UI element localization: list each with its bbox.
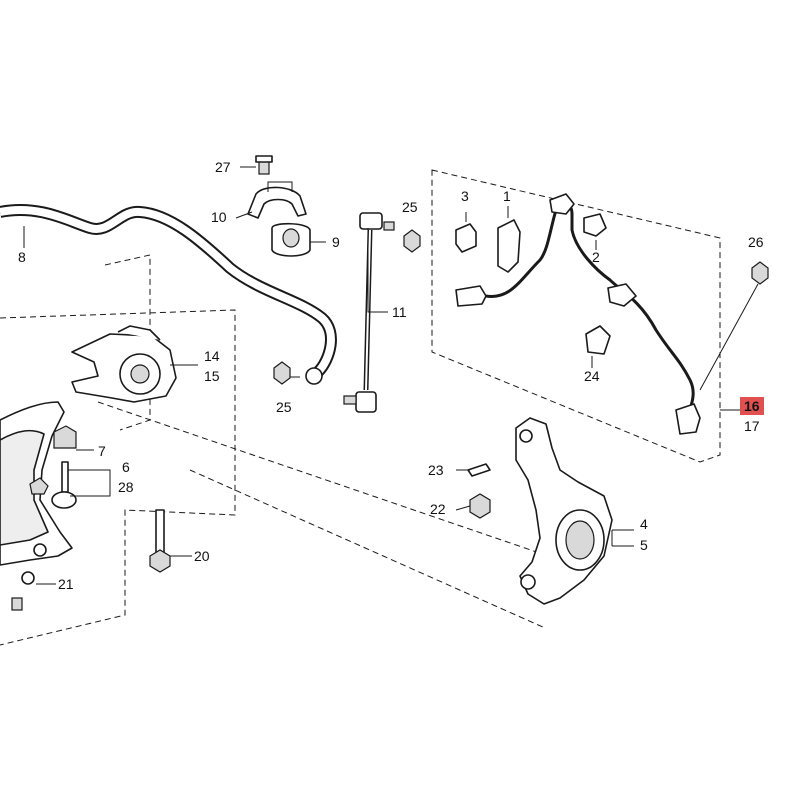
callout-labels: 8 27 10 9 25 11 25 14 15 7 6 28 20 21 3 … xyxy=(18,159,764,592)
callout-27: 27 xyxy=(215,159,231,175)
callout-6: 6 xyxy=(122,459,130,475)
knuckle-diagonal xyxy=(189,469,546,629)
clip-2-shape xyxy=(583,213,607,237)
bolt-26 xyxy=(699,261,769,391)
callout-25-top: 25 xyxy=(402,199,418,215)
callout-15: 15 xyxy=(204,368,220,384)
callout-16: 16 xyxy=(744,398,760,414)
bushing-group-frame xyxy=(104,254,151,431)
callout-28: 28 xyxy=(118,479,134,495)
sensor-harness xyxy=(455,193,701,435)
leader-lines xyxy=(23,166,740,585)
bar-bracket-assembly xyxy=(247,155,311,257)
knuckle-diagonal-2 xyxy=(97,401,561,561)
bolt-20 xyxy=(149,509,171,573)
callout-9: 9 xyxy=(332,234,340,250)
callout-17: 17 xyxy=(744,418,760,434)
sensor-16-shape xyxy=(675,403,701,435)
callout-3: 3 xyxy=(461,188,469,204)
callout-1: 1 xyxy=(503,188,511,204)
bushing-14-15 xyxy=(71,325,177,403)
clip-3-shape xyxy=(455,223,477,253)
stabilizer-bar xyxy=(0,204,337,385)
lower-arm xyxy=(0,401,77,611)
callout-21: 21 xyxy=(58,576,74,592)
callout-24: 24 xyxy=(584,368,600,384)
callout-20: 20 xyxy=(194,548,210,564)
boot-7-shape xyxy=(53,425,77,449)
callout-4: 4 xyxy=(640,516,648,532)
clamp-1-shape xyxy=(497,219,521,273)
callout-23: 23 xyxy=(428,462,444,478)
nuts-25 xyxy=(273,229,421,385)
callout-16-highlight xyxy=(740,397,764,415)
callout-2: 2 xyxy=(592,249,600,265)
clip-24-shape xyxy=(585,325,611,355)
sensor-group-frame xyxy=(431,169,721,463)
arm-group-frame xyxy=(0,309,236,646)
connector-shape xyxy=(455,285,487,307)
callout-5: 5 xyxy=(640,537,648,553)
callout-22: 22 xyxy=(430,501,446,517)
callout-10: 10 xyxy=(211,209,227,225)
callout-25-bottom: 25 xyxy=(276,399,292,415)
bolt-21-shape xyxy=(11,597,23,611)
callout-14: 14 xyxy=(204,348,220,364)
group-frames xyxy=(0,169,721,646)
callout-8: 8 xyxy=(18,249,26,265)
nut-22-shape xyxy=(469,493,491,519)
knuckle-4-5 xyxy=(467,417,613,605)
callout-11: 11 xyxy=(392,304,407,320)
callout-7: 7 xyxy=(98,443,106,459)
bracket-10-shape xyxy=(247,186,307,219)
callout-26: 26 xyxy=(748,234,764,250)
pin-23-shape xyxy=(467,463,491,477)
